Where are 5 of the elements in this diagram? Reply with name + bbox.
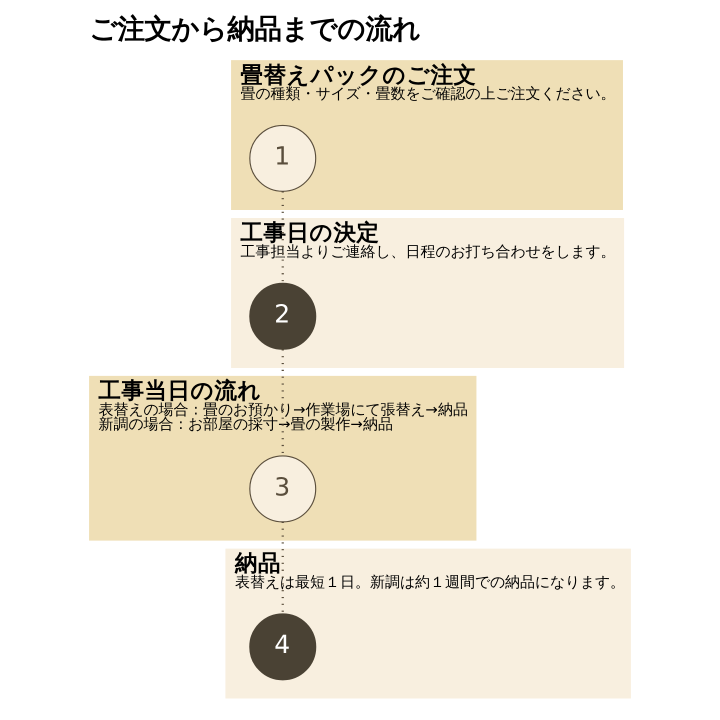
diagram-title: ご注文から納品までの流れ <box>90 14 421 46</box>
node-circle: 3 <box>249 455 316 522</box>
node-circle: 4 <box>249 613 316 680</box>
node-circle: 1 <box>249 124 316 192</box>
node-circle: 2 <box>249 282 316 350</box>
